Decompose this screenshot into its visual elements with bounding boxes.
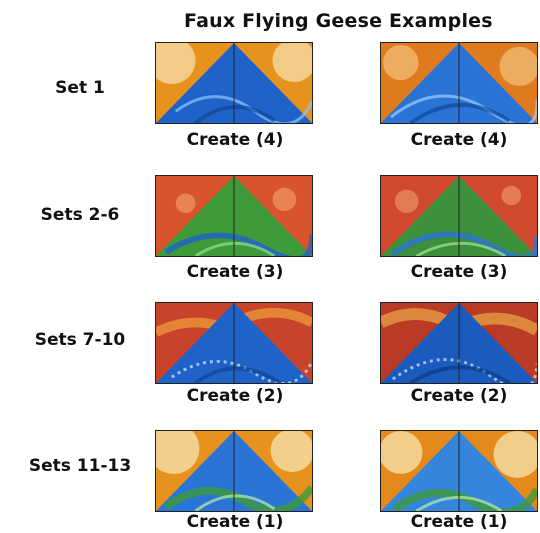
- flying-geese-block: [155, 302, 313, 384]
- create-caption: Create (2): [186, 386, 284, 406]
- flying-geese-block: [380, 175, 538, 257]
- create-caption: Create (2): [410, 386, 508, 406]
- flying-geese-block: [380, 42, 538, 124]
- create-caption: Create (1): [186, 512, 284, 532]
- create-caption: Create (3): [410, 262, 508, 282]
- flying-geese-block: [155, 175, 313, 257]
- page-title: Faux Flying Geese Examples: [184, 10, 493, 32]
- set-label-4: Sets 11-13: [28, 456, 132, 476]
- set-label-1: Set 1: [55, 78, 105, 98]
- flying-geese-block: [155, 42, 313, 124]
- set-label-3: Sets 7-10: [34, 330, 126, 350]
- set-label-2: Sets 2-6: [40, 205, 120, 225]
- create-caption: Create (4): [410, 130, 508, 150]
- create-caption: Create (3): [186, 262, 284, 282]
- create-caption: Create (1): [410, 512, 508, 532]
- flying-geese-block: [155, 430, 313, 512]
- flying-geese-block: [380, 302, 538, 384]
- create-caption: Create (4): [186, 130, 284, 150]
- flying-geese-block: [380, 430, 538, 512]
